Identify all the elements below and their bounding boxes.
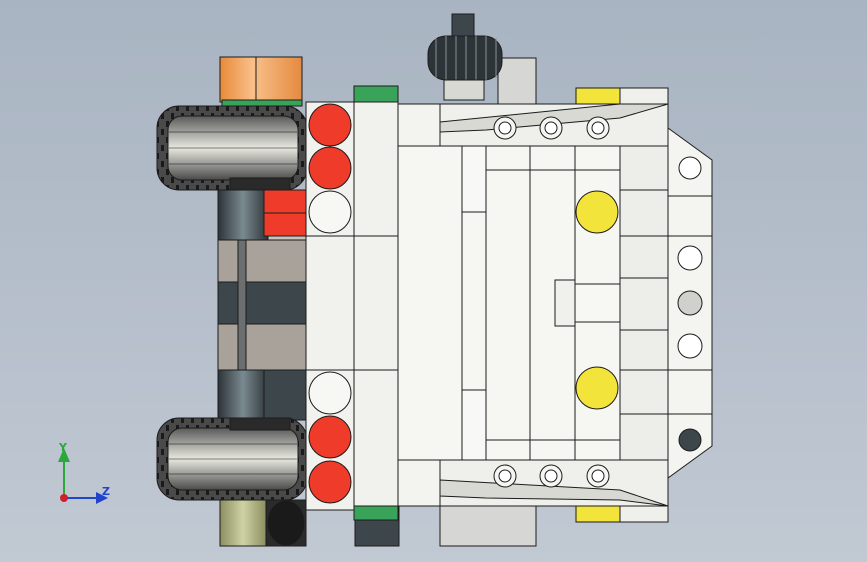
stud-red-3 (308, 415, 352, 459)
stud-white-1 (308, 190, 352, 234)
axle-assembly[interactable] (217, 189, 307, 421)
olive-brick[interactable] (219, 499, 307, 547)
stud-red-1 (308, 103, 352, 147)
axis-triad (58, 448, 108, 504)
stud-column[interactable] (308, 103, 352, 504)
beam-top[interactable] (353, 85, 669, 147)
gear[interactable] (427, 13, 503, 101)
beam-bottom[interactable] (353, 459, 669, 523)
z-axis-arrow-icon (96, 492, 108, 504)
wheel-top[interactable] (156, 105, 308, 191)
stud-yellow-2 (575, 366, 619, 410)
stud-red-2 (308, 146, 352, 190)
main-body[interactable] (305, 57, 669, 547)
triad-z-label: Z (102, 485, 110, 498)
y-axis-arrow-icon (58, 448, 70, 462)
x-axis-dot-icon (60, 494, 68, 502)
orange-brick[interactable] (219, 56, 303, 107)
stud-yellow-1 (575, 190, 619, 234)
wheel-bottom[interactable] (156, 417, 308, 501)
stud-white-2 (308, 371, 352, 415)
rear-connector[interactable] (667, 127, 713, 479)
triad-y-label: Y (59, 441, 67, 454)
stud-red-4 (308, 460, 352, 504)
yellow-studs[interactable] (575, 190, 619, 410)
